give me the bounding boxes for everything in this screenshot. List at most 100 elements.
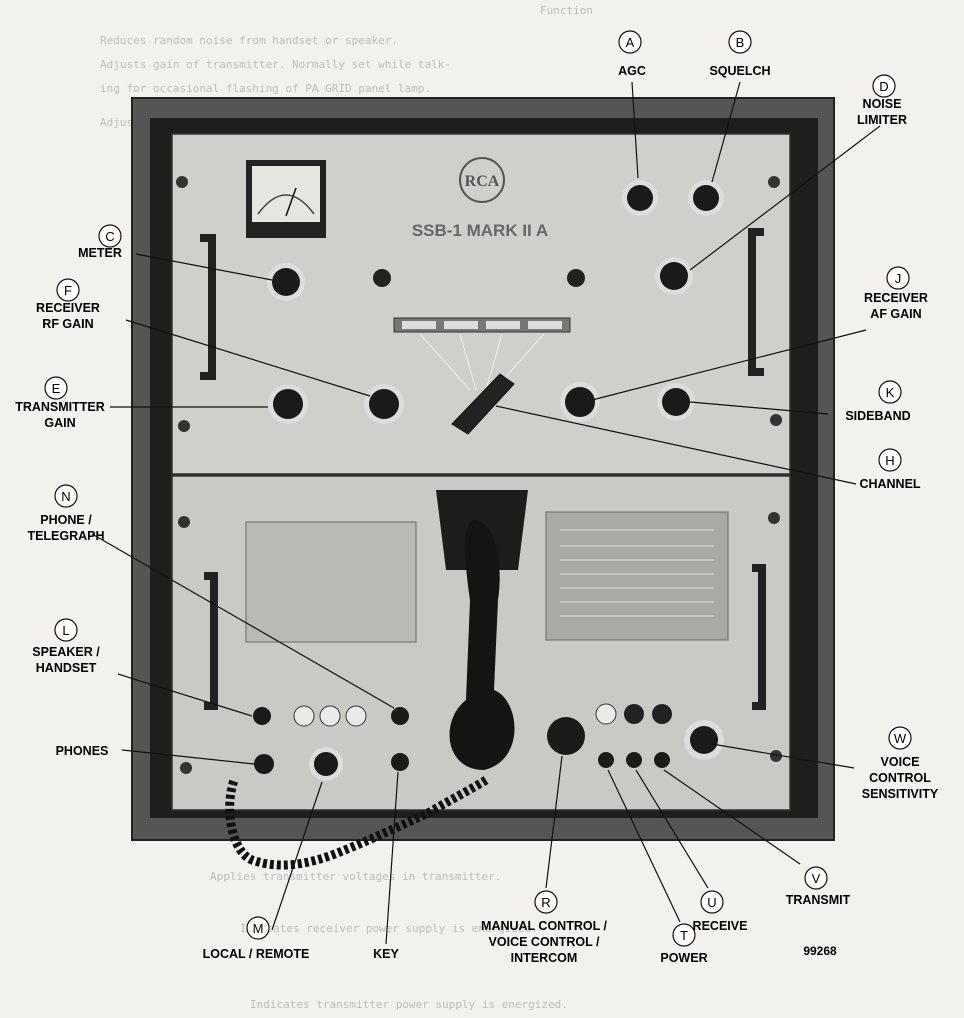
receiver-rf-gain-knob[interactable] [364,384,404,424]
leader-line [495,405,857,485]
callout-label: SIDEBAND [845,409,910,423]
leader-line [711,743,855,769]
callout-letter: F [64,283,72,298]
upper-left-handle[interactable] [200,234,216,380]
receive-switch[interactable] [626,752,642,768]
meter-knob[interactable] [267,263,305,301]
callout-circle [246,916,270,940]
callout-letter: L [62,623,69,638]
callout-circle [872,74,896,98]
callout-letter: A [626,35,635,50]
phones-jack[interactable] [254,754,274,774]
callout-letter: T [680,928,688,943]
squelch-knob[interactable] [688,180,724,216]
leader-line [607,769,681,923]
callout-label: LOCAL / REMOTE [203,947,310,961]
telephone-handset[interactable] [449,520,515,770]
leader-line [631,81,639,179]
coiled-cord [225,776,489,870]
upper-right-handle[interactable] [748,228,764,376]
voice-control-sensitivity-knob[interactable] [684,720,724,760]
callout-label: CONTROL [869,771,931,785]
callout-label: NOISE [863,97,902,111]
meter-needle [285,187,297,217]
callout-key: KEY [373,771,400,961]
background-text-line: Applies transmitter voltages in transmit… [210,870,501,883]
channel-selector-knob[interactable] [451,373,515,435]
sideband-knob[interactable] [657,383,695,421]
callout-label: RECEIVER [864,291,928,305]
transmitter-gain-knob[interactable] [268,384,308,424]
callout-label: PHONES [56,744,109,758]
leader-line [545,755,563,889]
leader-line [591,329,867,401]
control-mode-knob[interactable] [547,717,585,755]
callout-v: V TRANSMIT [663,769,851,907]
pilot-lamp-left [373,269,391,287]
callout-letter: C [105,229,114,244]
lower-right-handle[interactable] [752,564,766,710]
callout-letter: M [253,921,264,936]
callout-label: MANUAL CONTROL / [481,919,607,933]
callout-label: VOICE CONTROL / [489,935,600,949]
channel-indicator-strip [393,317,571,333]
callout-letter: E [52,381,61,396]
phone-telegraph-switch[interactable] [391,707,409,725]
leader-line [125,319,371,397]
background-text-line: Function [540,4,593,17]
callout-label: TRANSMIT [786,893,851,907]
callout-label: HANDSET [36,661,97,675]
blank-plate [245,521,417,643]
callout-label: INTERCOM [511,951,578,965]
lower-left-handle[interactable] [204,572,218,710]
callout-label: RF GAIN [42,317,93,331]
model-text: SSB-1 MARK II A [412,221,548,240]
leader-line [385,771,399,945]
channel-window-3 [486,321,520,329]
agc-knob[interactable] [622,180,658,216]
callout-letter: D [879,79,888,94]
callout-letter: N [61,489,70,504]
callout-label: VOICE [881,755,920,769]
callout-label: RECEIVER [36,301,100,315]
channel-window-4 [528,321,562,329]
channel-window-1 [402,321,436,329]
callout-circle [54,618,78,642]
key-jack[interactable] [391,753,409,771]
brand-text: RCA [465,173,500,190]
callout-label: AF GAIN [870,307,921,321]
receiver-af-gain-knob[interactable] [560,382,600,422]
background-text-line: Adjusts gain of transmitter. Normally se… [100,58,451,71]
leader-line [711,81,741,183]
rca-logo [459,157,505,203]
background-text-line: Indicates transmitter power supply is en… [250,998,568,1011]
indicator-lamps [595,703,672,725]
callout-label: PHONE / [40,513,92,527]
callout-label: SENSITIVITY [862,787,939,801]
local-remote-knob[interactable] [309,747,343,781]
callout-letter: K [886,385,895,400]
leader-line [689,125,881,271]
meter-face [252,166,320,222]
callout-circle [700,890,724,914]
channel-fan-lines [419,333,545,391]
callout-circle [534,890,558,914]
callout-label: KEY [373,947,399,961]
callout-circle [728,30,752,54]
power-switch[interactable] [598,752,614,768]
leader-line [117,673,253,717]
callout-circle [98,224,122,248]
transmit-switch[interactable] [654,752,670,768]
callout-letter: V [812,871,821,886]
noise-limiter-knob[interactable] [655,257,693,295]
speaker-handset-switch[interactable] [253,707,271,725]
